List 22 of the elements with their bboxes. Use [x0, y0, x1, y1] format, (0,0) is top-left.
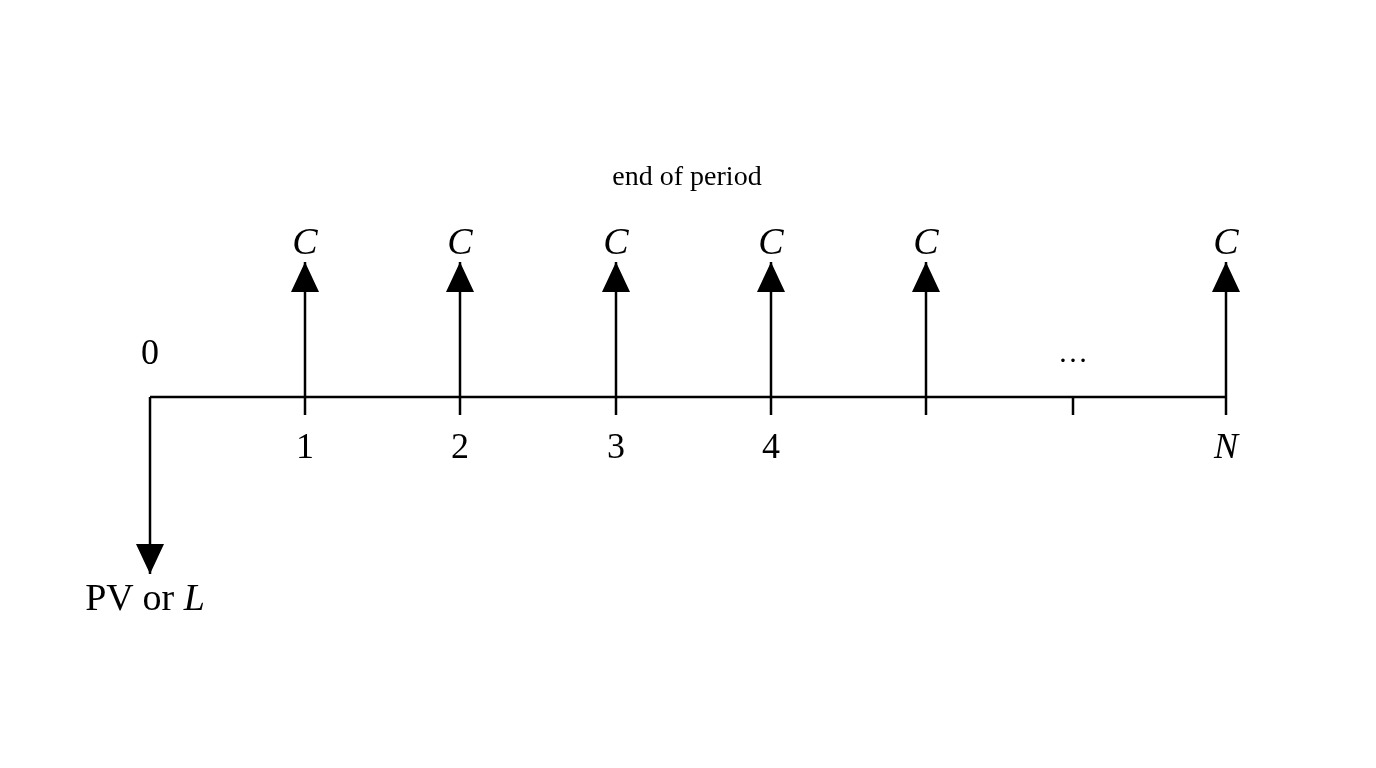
cash-flow-label: C: [292, 222, 318, 260]
period-number: 4: [762, 428, 780, 464]
period-number: 1: [296, 428, 314, 464]
arrow: [446, 262, 474, 397]
cash-flow-label: C: [603, 222, 629, 260]
arrow: [136, 397, 164, 574]
cash-flow-label: C: [447, 222, 473, 260]
period-number: 0: [141, 334, 159, 370]
period-number: 2: [451, 428, 469, 464]
cash-flow-label: C: [1213, 222, 1239, 260]
caption-text: end of period: [612, 162, 762, 190]
arrow: [602, 262, 630, 397]
ellipsis: …: [1058, 337, 1088, 367]
present-value-label: PV or L: [85, 578, 205, 616]
period-number: N: [1214, 428, 1238, 464]
arrow: [291, 262, 319, 397]
period-number: 3: [607, 428, 625, 464]
arrow: [1212, 262, 1240, 397]
cash-flow-label: C: [758, 222, 784, 260]
arrow: [757, 262, 785, 397]
arrow: [912, 262, 940, 397]
cash-flow-label: C: [913, 222, 939, 260]
